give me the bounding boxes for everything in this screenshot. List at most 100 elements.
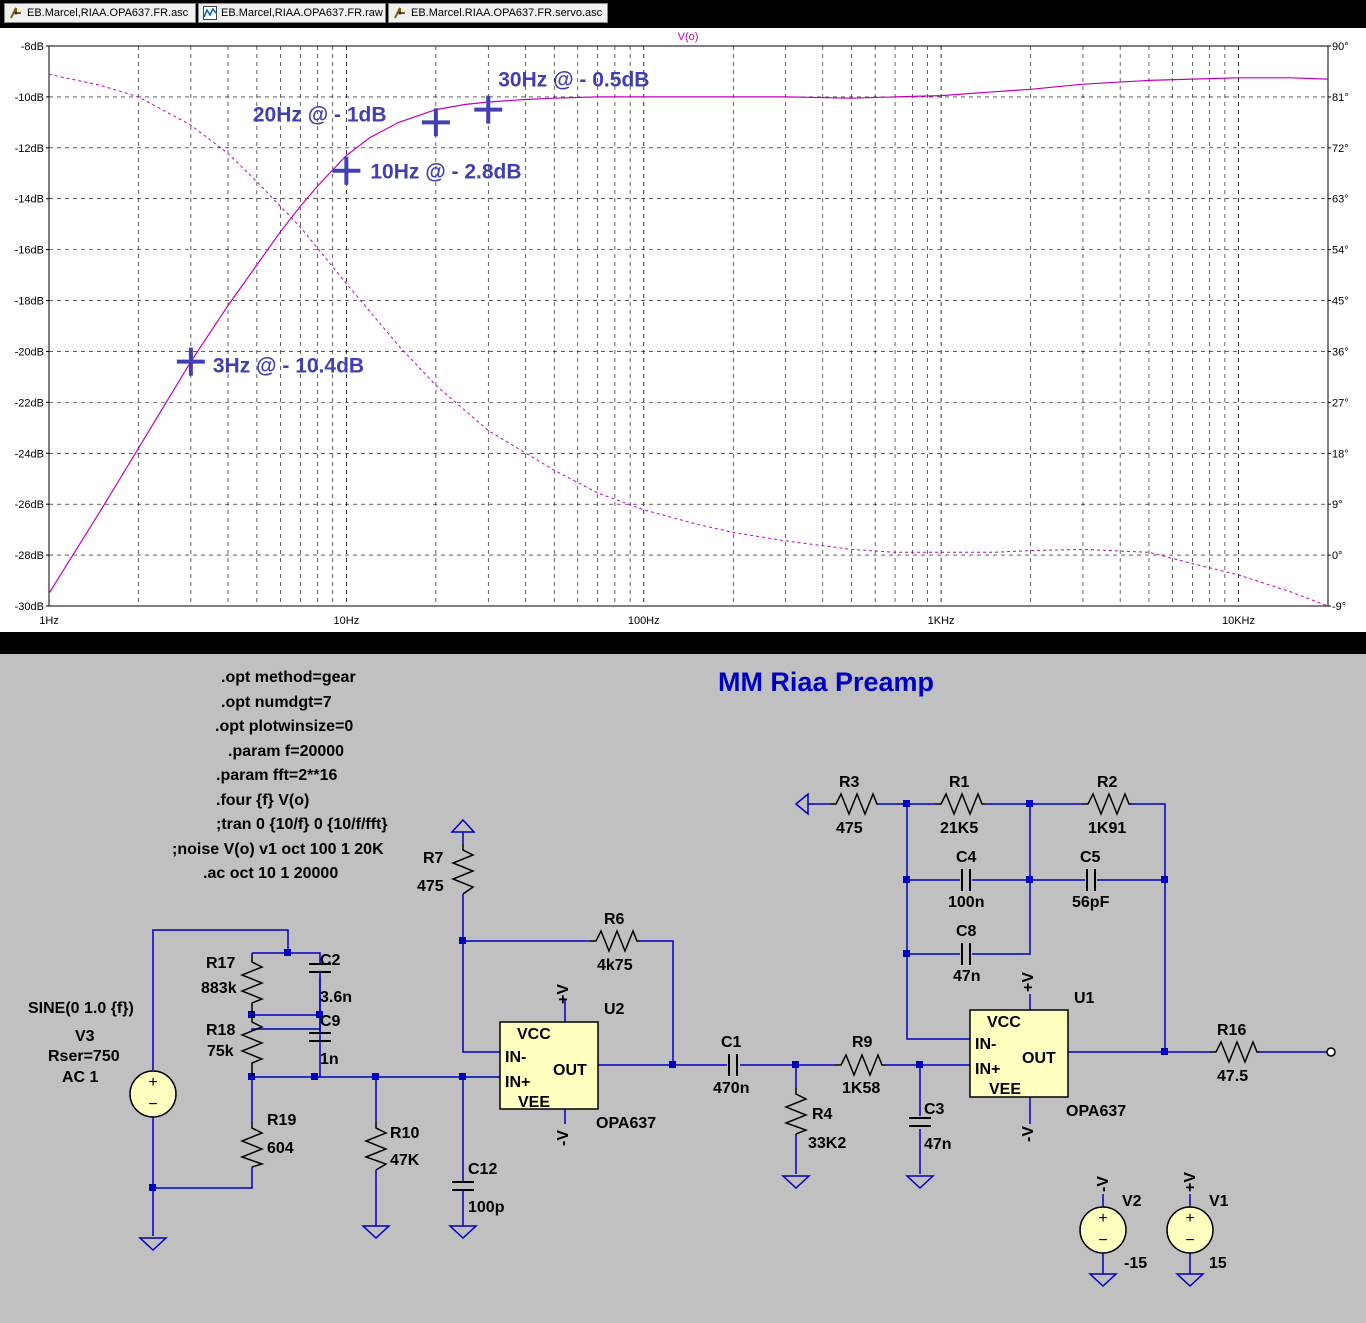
directive-line[interactable]: .opt plotwinsize=0 (215, 718, 353, 735)
r17-name[interactable]: R17 (206, 955, 235, 972)
c5-value[interactable]: 56pF (1072, 894, 1110, 911)
opamp-u1[interactable]: VCC IN- IN+ OUT VEE (969, 1009, 1069, 1098)
plot-pane[interactable]: V(o) -8dB-10dB-12dB-14dB-16dB-18dB-20dB-… (0, 28, 1366, 632)
y-tick-label: -20dB (15, 346, 44, 358)
c9-name[interactable]: C9 (320, 1013, 341, 1030)
v3-value[interactable]: SINE(0 1.0 {f}) (28, 1000, 134, 1017)
directive-line[interactable]: .param fft=2**16 (216, 767, 337, 784)
v3-ac[interactable]: AC 1 (62, 1069, 99, 1086)
opamp-u2[interactable]: VCC IN- IN+ OUT VEE (499, 1021, 599, 1111)
u2-name[interactable]: U2 (604, 1001, 625, 1018)
r10-name[interactable]: R10 (390, 1125, 419, 1142)
c3-name[interactable]: C3 (924, 1101, 945, 1118)
cursor-annotation-label: 30Hz @ - 0.5dB (498, 69, 649, 92)
voltage-source-v2[interactable]: + − (1079, 1206, 1127, 1254)
u2-model[interactable]: OPA637 (596, 1115, 656, 1132)
r2-value[interactable]: 1K91 (1088, 820, 1126, 837)
supply-flags (450, 818, 476, 833)
r19-value[interactable]: 604 (267, 1140, 294, 1157)
c12-value[interactable]: 100p (468, 1199, 505, 1216)
directive-line[interactable]: .ac oct 10 1 20000 (203, 865, 338, 882)
minus-icon: − (148, 1096, 157, 1113)
y2-tick-label: 0° (1332, 550, 1343, 562)
c3-value[interactable]: 47n (924, 1136, 952, 1153)
r7-value[interactable]: 475 (417, 878, 444, 895)
output-terminal[interactable] (1326, 1047, 1336, 1057)
schematic-title[interactable]: MM Riaa Preamp (718, 667, 934, 697)
c2-value[interactable]: 3.6n (320, 989, 352, 1006)
label-minus-v: -V (555, 1130, 572, 1146)
v1-name[interactable]: V1 (1209, 1193, 1229, 1210)
r4-name[interactable]: R4 (812, 1106, 833, 1123)
document-tab-bar: EB.Marcel,RIAA.OPA637.FR.asc EB.Marcel,R… (0, 0, 1366, 28)
v2-value[interactable]: -15 (1124, 1255, 1147, 1272)
r1-value[interactable]: 21K5 (940, 820, 978, 837)
c1-name[interactable]: C1 (721, 1034, 742, 1051)
v1-value[interactable]: 15 (1209, 1255, 1227, 1272)
bode-plot[interactable]: V(o) -8dB-10dB-12dB-14dB-16dB-18dB-20dB-… (0, 28, 1366, 632)
component-labels[interactable]: SINE(0 1.0 {f}) V3 Rser=750 AC 1 R17 883… (28, 774, 1248, 1272)
y-tick-label: -28dB (15, 550, 44, 562)
voltage-source-v1[interactable]: + − (1166, 1206, 1214, 1254)
u1-model[interactable]: OPA637 (1066, 1103, 1126, 1120)
r10-value[interactable]: 47K (390, 1152, 420, 1169)
schematic-canvas[interactable]: MM Riaa Preamp .opt method=gear .opt num… (0, 654, 1366, 1318)
pane-separator[interactable] (0, 632, 1366, 654)
y2-tick-label: 72° (1332, 143, 1349, 155)
c2-name[interactable]: C2 (320, 952, 341, 969)
r18-name[interactable]: R18 (206, 1022, 235, 1039)
r19-name[interactable]: R19 (267, 1112, 296, 1129)
cursor-annotation-label: 10Hz @ - 2.8dB (370, 161, 521, 184)
c1-value[interactable]: 470n (713, 1080, 749, 1097)
directive-line[interactable]: .four {f} V(o) (216, 792, 309, 809)
c5-name[interactable]: C5 (1080, 849, 1101, 866)
tab-label: EB.Marcel.RIAA.OPA637.FR.servo.asc (411, 7, 603, 19)
schematic-icon (10, 7, 21, 19)
voltage-source-v3[interactable]: + − (129, 1070, 177, 1118)
r9-name[interactable]: R9 (852, 1034, 873, 1051)
r7-name[interactable]: R7 (423, 850, 444, 867)
r16-value[interactable]: 47.5 (1217, 1068, 1248, 1085)
v2-name[interactable]: V2 (1122, 1193, 1142, 1210)
resistor-r1 (935, 791, 985, 817)
r6-name[interactable]: R6 (604, 911, 625, 928)
directive-line[interactable]: .param f=20000 (228, 743, 344, 760)
directive-line[interactable]: .opt numdgt=7 (221, 694, 332, 711)
y2-tick-label: 18° (1332, 448, 1349, 460)
directive-line[interactable]: ;noise V(o) v1 oct 100 1 20K (172, 841, 384, 858)
c12-name[interactable]: C12 (468, 1161, 497, 1178)
directive-line[interactable]: ;tran 0 {10/f} 0 {10/f/fft} (216, 816, 388, 833)
r3-name[interactable]: R3 (839, 774, 860, 791)
spice-directives[interactable]: .opt method=gear .opt numdgt=7 .opt plot… (172, 669, 388, 882)
v3-name[interactable]: V3 (75, 1028, 95, 1045)
r16-name[interactable]: R16 (1217, 1022, 1246, 1039)
r18-value[interactable]: 75k (207, 1043, 234, 1060)
u1-name[interactable]: U1 (1074, 990, 1095, 1007)
tab-schematic-fr[interactable]: EB.Marcel,RIAA.OPA637.FR.asc (4, 3, 196, 23)
x-tick-label: 100Hz (628, 615, 660, 627)
c8-value[interactable]: 47n (953, 968, 981, 985)
r6-value[interactable]: 4k75 (597, 957, 633, 974)
plot-grid (48, 45, 1329, 607)
c8-name[interactable]: C8 (956, 923, 977, 940)
r4-value[interactable]: 33K2 (808, 1135, 846, 1152)
r17-value[interactable]: 883k (201, 980, 237, 997)
tab-schematic-servo[interactable]: EB.Marcel.RIAA.OPA637.FR.servo.asc (388, 3, 608, 23)
r9-value[interactable]: 1K58 (842, 1080, 880, 1097)
capacitor-leads (319, 972, 464, 1204)
r1-name[interactable]: R1 (949, 774, 970, 791)
c9-value[interactable]: 1n (320, 1051, 339, 1068)
r3-value[interactable]: 475 (836, 820, 863, 837)
v3-rser[interactable]: Rser=750 (48, 1048, 120, 1065)
tab-waveform-raw[interactable]: EB.Marcel,RIAA.OPA637.FR.raw (198, 3, 386, 23)
directive-line[interactable]: .opt method=gear (221, 669, 356, 686)
schematic-pane[interactable]: MM Riaa Preamp .opt method=gear .opt num… (0, 654, 1366, 1318)
c4-value[interactable]: 100n (948, 894, 984, 911)
capacitor-c8 (961, 943, 971, 965)
c4-name[interactable]: C4 (956, 849, 977, 866)
y-tick-label: -8dB (21, 41, 44, 53)
y2-tick-label: 90° (1332, 41, 1349, 53)
r2-name[interactable]: R2 (1097, 774, 1118, 791)
trace-label[interactable]: V(o) (678, 31, 699, 43)
